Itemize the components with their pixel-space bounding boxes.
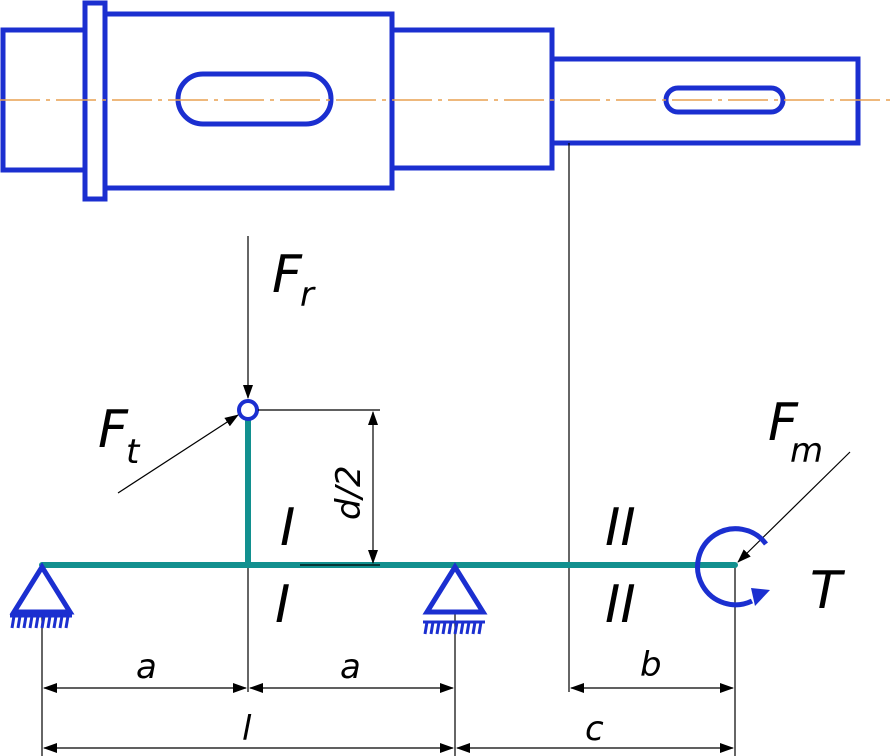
shaft-collar [82,0,108,202]
label-ft-sub: t [126,432,141,472]
label-ft-main: F [98,400,129,460]
label-section-one-bottom: I [275,575,290,635]
shaft-right-journal [389,27,555,171]
label-section-two-top: II [605,498,636,558]
torque-arc [695,526,768,608]
left-support-triangle-icon [9,562,75,615]
shaft-keyway-large [175,71,334,127]
left-support [9,562,75,629]
coupling-force-arrow [737,451,851,563]
label-fm-sub: m [790,431,823,471]
label-dim-a-left: a [136,647,157,687]
label-dim-b: b [640,645,662,685]
label-fr-sub: r [300,275,316,315]
label-fm-main: F [768,393,799,453]
label-section-one-top: I [280,498,295,558]
shaft-output-end [549,56,861,146]
force-application-point [237,399,259,421]
tangential-force-arrow [117,414,239,494]
torque-arrow-icon [751,588,770,606]
label-torque: T [810,561,846,621]
label-dim-c: c [585,709,604,749]
middle-support-triangle-icon [422,562,488,615]
label-dim-l: l [242,709,252,749]
label-ft: F t [98,400,141,472]
label-half-diameter: d/2 [329,465,369,520]
label-fr: F r [272,245,316,315]
middle-support [422,562,488,635]
label-fr-main: F [272,245,303,305]
label-fm: F m [768,393,823,471]
shaft-gear-seat [102,11,395,191]
shaft-drawing [0,0,894,202]
beam-model [39,399,738,568]
label-dim-a-right: a [340,647,361,687]
label-section-two-bottom: II [605,575,636,635]
